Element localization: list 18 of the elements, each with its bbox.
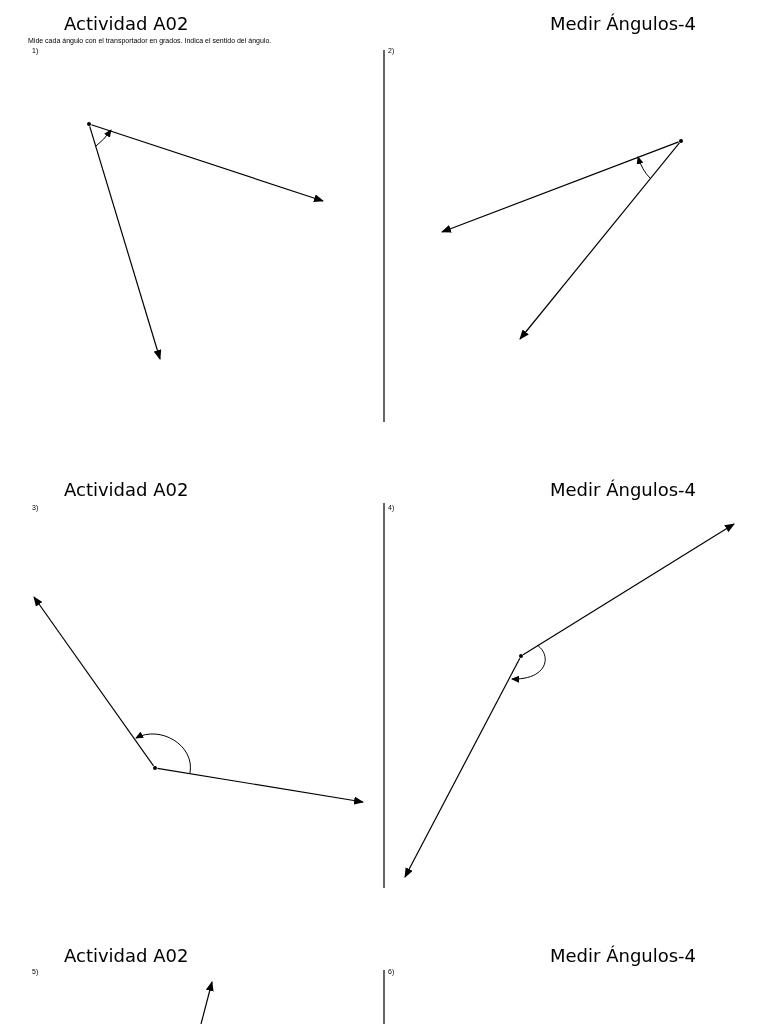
vertex-dot <box>519 654 523 658</box>
heading: Actividad A02 <box>64 946 189 966</box>
heading: Actividad A02 <box>64 480 189 500</box>
ray-arrow <box>519 142 680 340</box>
vertex-dot <box>153 766 157 770</box>
heading: Medir Ángulos-4 <box>550 480 697 500</box>
vertex-dot <box>87 122 91 126</box>
ray-arrow <box>89 125 162 360</box>
heading: Actividad A02 <box>64 14 189 34</box>
ray-arrow <box>33 596 155 767</box>
ray-arrow <box>441 141 680 233</box>
heading: Medir Ángulos-4 <box>550 14 697 34</box>
ray-arrow <box>90 124 324 202</box>
ray-arrow <box>156 767 364 805</box>
heading: Medir Ángulos-4 <box>550 946 697 966</box>
vertex-dot <box>679 139 683 143</box>
ray-arrow <box>404 657 521 878</box>
ray-arrow <box>522 523 735 656</box>
